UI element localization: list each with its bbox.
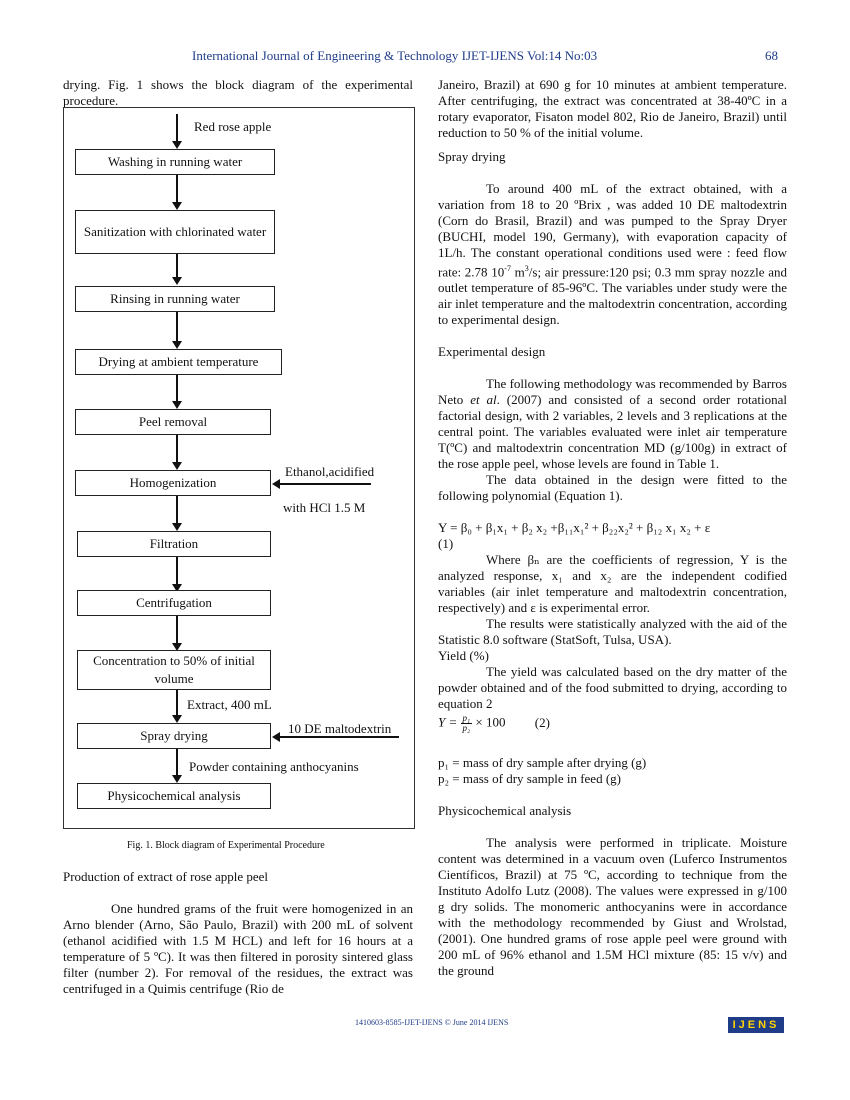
step-peel-removal: Peel removal	[75, 409, 271, 435]
equation-1: Y = β₀ + β₁x₁ + β₂ x₂ +β₁₁x₁² + β₂₂x₂² +…	[438, 520, 711, 536]
definition: p₁ = mass of dry sample after drying (g)	[438, 755, 647, 771]
arrow-down	[172, 375, 182, 409]
arrow-left	[272, 479, 371, 489]
flow-top-label: Red rose apple	[194, 119, 272, 134]
side-input-maltodextrin: 10 DE maltodextrin	[288, 721, 392, 736]
paragraph: The results were statistically analyzed …	[438, 616, 787, 648]
arrow-down	[172, 175, 182, 210]
left-section: Production of extract of rose apple peel…	[63, 869, 413, 997]
step-concentration: Concentration to 50% of initial volume	[77, 650, 271, 690]
arrow-down	[172, 114, 182, 149]
arrow-down	[172, 312, 182, 349]
section-heading: Production of extract of rose apple peel	[63, 869, 269, 884]
step-rinsing: Rinsing in running water	[75, 286, 275, 312]
footer-code: 1410603-8585-IJET-IJENS © June 2014 IJEN…	[355, 1018, 509, 1027]
extract-label: Extract, 400 mL	[187, 697, 272, 712]
subheading-yield: Yield (%)	[438, 648, 489, 664]
paragraph: One hundred grams of the fruit were homo…	[63, 901, 413, 996]
side-input-ethanol: Ethanol,acidified	[285, 464, 375, 479]
arrow-down	[172, 749, 182, 783]
left-intro: drying. Fig. 1 shows the block diagram o…	[63, 77, 413, 109]
arrow-down	[172, 496, 182, 531]
section-heading: Physicochemical analysis	[438, 803, 572, 819]
step-drying-ambient: Drying at ambient temperature	[75, 349, 282, 375]
paragraph: The analysis were performed in triplicat…	[438, 835, 787, 979]
paragraph: To around 400 mL of the extract obtained…	[438, 181, 788, 328]
side-input-hcl: with HCl 1.5 M	[283, 500, 366, 515]
paragraph: Janeiro, Brazil) at 690 g for 10 minutes…	[438, 77, 787, 140]
paragraph: The yield was calculated based on the dr…	[438, 664, 787, 712]
right-column: Janeiro, Brazil) at 690 g for 10 minutes…	[438, 77, 787, 979]
arrow-down	[172, 254, 182, 285]
arrow-down	[172, 557, 182, 592]
step-physicochemical: Physicochemical analysis	[77, 783, 271, 809]
step-homogenization: Homogenization	[75, 470, 271, 496]
block-diagram: Red rose apple Washing in running water …	[63, 107, 415, 829]
equation-1-number: (1)	[438, 536, 454, 552]
paragraph: The following methodology was recommende…	[438, 376, 787, 472]
section-heading: Experimental design	[438, 344, 546, 360]
arrow-down	[172, 435, 182, 470]
journal-title: International Journal of Engineering & T…	[192, 48, 598, 63]
arrow-left	[272, 732, 399, 742]
output-label: Powder containing anthocyanins	[189, 759, 359, 774]
intro-text: drying. Fig. 1 shows the block diagram o…	[63, 77, 413, 108]
arrow-down	[172, 690, 182, 723]
ijens-logo: IJENS	[728, 1017, 784, 1033]
step-spray-drying: Spray drying	[77, 723, 271, 749]
step-sanitization: Sanitization with chlorinated water	[75, 210, 275, 254]
step-centrifugation: Centrifugation	[77, 590, 271, 616]
paragraph: Where βₙ are the coefficients of regress…	[438, 552, 787, 616]
arrow-down	[172, 616, 182, 651]
figure-caption: Fig. 1. Block diagram of Experimental Pr…	[127, 840, 325, 851]
definition: p₂ = mass of dry sample in feed (g)	[438, 771, 621, 787]
section-heading: Spray drying	[438, 149, 506, 164]
step-washing: Washing in running water	[75, 149, 275, 175]
paragraph: The data obtained in the design were fit…	[438, 472, 787, 504]
step-filtration: Filtration	[77, 531, 271, 557]
page-number: 68	[765, 48, 778, 63]
